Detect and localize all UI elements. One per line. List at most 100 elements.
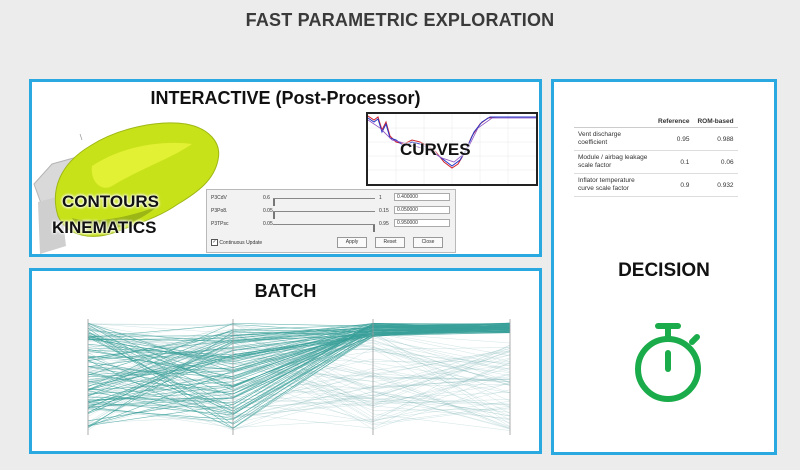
interactive-panel: INTERACTIVE (Post-Processor) CONTOURS KI…	[29, 79, 542, 257]
parallel-line	[87, 326, 511, 386]
parallel-line	[87, 373, 511, 406]
parallel-line	[87, 350, 511, 417]
parallel-line	[87, 354, 511, 407]
param-max: 0.95	[379, 221, 389, 227]
parallel-line	[87, 337, 511, 419]
parallel-line	[87, 324, 511, 393]
parallel-line	[87, 324, 511, 391]
parallel-line	[87, 365, 511, 418]
continuous-update-checkbox[interactable]: ✓ Continuous Update	[211, 239, 262, 246]
slider-thumb[interactable]	[273, 212, 275, 219]
param-value-field[interactable]: 0.050000	[394, 206, 450, 214]
parallel-line	[87, 351, 511, 410]
table-header-reference: Reference	[654, 116, 694, 128]
parallel-line	[87, 373, 511, 423]
parallel-line	[87, 367, 511, 426]
row-label: Inflator temperature curve scale factor	[574, 173, 654, 197]
parallel-line	[87, 330, 511, 365]
param-name: P3Po8.	[211, 208, 228, 214]
parallel-line	[87, 329, 511, 360]
parallel-line	[87, 346, 511, 404]
parallel-line	[87, 323, 511, 391]
row-reference: 0.9	[654, 173, 694, 197]
parallel-line	[87, 323, 511, 382]
param-max: 0.15	[379, 208, 389, 214]
parallel-line	[87, 323, 511, 391]
parallel-line	[87, 325, 511, 428]
param-value-field[interactable]: 0.950000	[394, 219, 450, 227]
parallel-line	[87, 330, 511, 425]
kinematics-label: KINEMATICS	[52, 218, 157, 237]
batch-heading: BATCH	[254, 281, 317, 301]
parallel-line	[87, 352, 511, 430]
interactive-heading: INTERACTIVE (Post-Processor)	[150, 88, 421, 108]
param-slider[interactable]	[273, 211, 375, 219]
param-name: P3CdV	[211, 195, 227, 201]
parallel-line	[87, 335, 511, 400]
row-reference: 0.95	[654, 127, 694, 151]
param-value-field[interactable]: 0.400000	[394, 193, 450, 201]
param-slider[interactable]	[273, 198, 375, 206]
parallel-line	[87, 324, 511, 372]
parallel-line	[87, 332, 511, 357]
parameter-dialog: P3CdV 0.6 1 0.400000 P3Po8. 0.05 0.15 0.…	[206, 189, 456, 253]
apply-button[interactable]: Apply	[337, 237, 367, 248]
parallel-line	[87, 326, 511, 402]
param-min: 0.6	[263, 195, 270, 201]
slider-thumb[interactable]	[273, 199, 275, 206]
parallel-line	[87, 358, 511, 428]
parallel-line	[87, 323, 511, 398]
page-title: FAST PARAMETRIC EXPLORATION	[245, 10, 555, 30]
row-label: Vent discharge coefficient	[574, 127, 654, 151]
parallel-line	[87, 324, 511, 426]
parallel-line	[87, 347, 511, 424]
row-rom: 0.932	[693, 173, 738, 197]
table-header-blank	[574, 116, 654, 128]
parallel-line	[87, 326, 511, 429]
reset-button[interactable]: Reset	[375, 237, 405, 248]
curve-alt	[367, 117, 536, 163]
parallel-line	[87, 329, 511, 409]
parallel-line	[87, 354, 511, 411]
param-row: P3CdV 0.6 1 0.400000	[211, 193, 451, 206]
decision-panel: Reference ROM-based Vent discharge coeff…	[551, 79, 777, 455]
airbag-highlight	[91, 142, 192, 188]
curves-label: CURVES	[400, 140, 471, 159]
close-button[interactable]: Close	[413, 237, 443, 248]
table-row: Vent discharge coefficient 0.95 0.988	[574, 127, 738, 151]
parallel-coordinates-plot[interactable]	[48, 315, 528, 439]
parallel-line	[87, 335, 511, 428]
parallel-line	[87, 352, 511, 429]
parallel-line	[87, 344, 511, 422]
parallel-line	[87, 325, 511, 389]
param-slider[interactable]	[273, 224, 375, 232]
parallel-line	[87, 332, 511, 425]
parallel-line	[87, 326, 511, 341]
parallel-line	[87, 368, 511, 410]
parallel-line	[87, 361, 511, 404]
slider-thumb[interactable]	[373, 225, 375, 232]
parallel-line	[87, 348, 511, 389]
param-min: 0.05	[263, 221, 273, 227]
parallel-line	[87, 323, 511, 430]
parallel-line	[87, 332, 511, 395]
parallel-line	[87, 348, 511, 382]
table-header-rom: ROM-based	[693, 116, 738, 128]
airbag-shadow	[72, 206, 158, 232]
contours-label: CONTOURS	[62, 192, 159, 211]
param-row: P3TPsc 0.05 0.95 0.950000	[211, 219, 451, 232]
curves-plot[interactable]: CURVES	[366, 112, 538, 186]
parallel-line	[87, 338, 511, 422]
table-row: Inflator temperature curve scale factor …	[574, 173, 738, 197]
curves-graph	[367, 114, 536, 184]
checkbox-label: Continuous Update	[219, 239, 263, 246]
parallel-line	[87, 335, 511, 431]
checkbox-box[interactable]: ✓	[211, 239, 218, 246]
airbag-contour-view[interactable]	[32, 106, 252, 256]
stopwatch-icon	[635, 323, 701, 402]
parallel-line	[87, 348, 511, 427]
param-row: P3Po8. 0.05 0.15 0.050000	[211, 206, 451, 219]
row-rom: 0.988	[693, 127, 738, 151]
rom-comparison-table: Reference ROM-based Vent discharge coeff…	[574, 116, 738, 197]
parallel-line	[87, 323, 511, 431]
